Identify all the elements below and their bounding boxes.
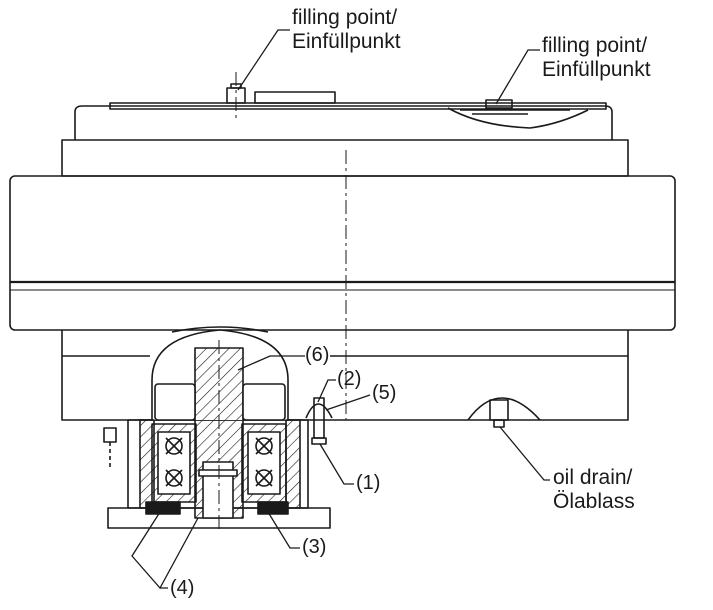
oil-drain-boss — [467, 397, 541, 428]
label-line: Einfüllpunkt — [292, 30, 401, 53]
bearing-left — [151, 383, 197, 503]
label-line: filling point/ — [292, 6, 398, 29]
leader-6 — [237, 355, 305, 371]
callout-2: (2) — [337, 368, 362, 390]
shaft-seal-left — [145, 501, 181, 515]
leader-oil-drain — [499, 426, 550, 481]
callout-3: (3) — [302, 536, 327, 558]
main-housing — [9, 175, 676, 331]
top-cover — [74, 91, 613, 140]
leader-1 — [319, 443, 354, 485]
upper-flange — [61, 139, 629, 177]
bearing-right — [241, 383, 287, 503]
callout-1: (1) — [356, 472, 381, 494]
leader-3 — [267, 511, 300, 549]
callout-6: (6) — [305, 344, 330, 366]
label-line: oil drain/ — [553, 466, 633, 489]
label-filling-point-right: filling point/ Einfüllpunkt — [542, 34, 651, 82]
label-filling-point-left: filling point/ Einfüllpunkt — [292, 6, 401, 54]
leader-filling-right — [495, 49, 540, 105]
fixing-bolt — [103, 427, 117, 470]
leader-4 — [131, 511, 199, 590]
housing-section-right — [285, 419, 301, 509]
leader-2 — [317, 379, 336, 403]
callout-4: (4) — [170, 577, 195, 599]
label-line: filling point/ — [542, 34, 648, 57]
label-line: Einfüllpunkt — [542, 58, 651, 81]
shaft-seal-right — [257, 501, 289, 515]
callout-5: (5) — [372, 382, 397, 404]
label-line: Ölablass — [553, 490, 635, 513]
label-oil-drain: oil drain/ Ölablass — [553, 466, 635, 514]
lower-housing — [61, 330, 629, 421]
leader-filling-left — [237, 29, 290, 91]
leader-5 — [325, 394, 371, 411]
vent-plug — [305, 397, 333, 445]
